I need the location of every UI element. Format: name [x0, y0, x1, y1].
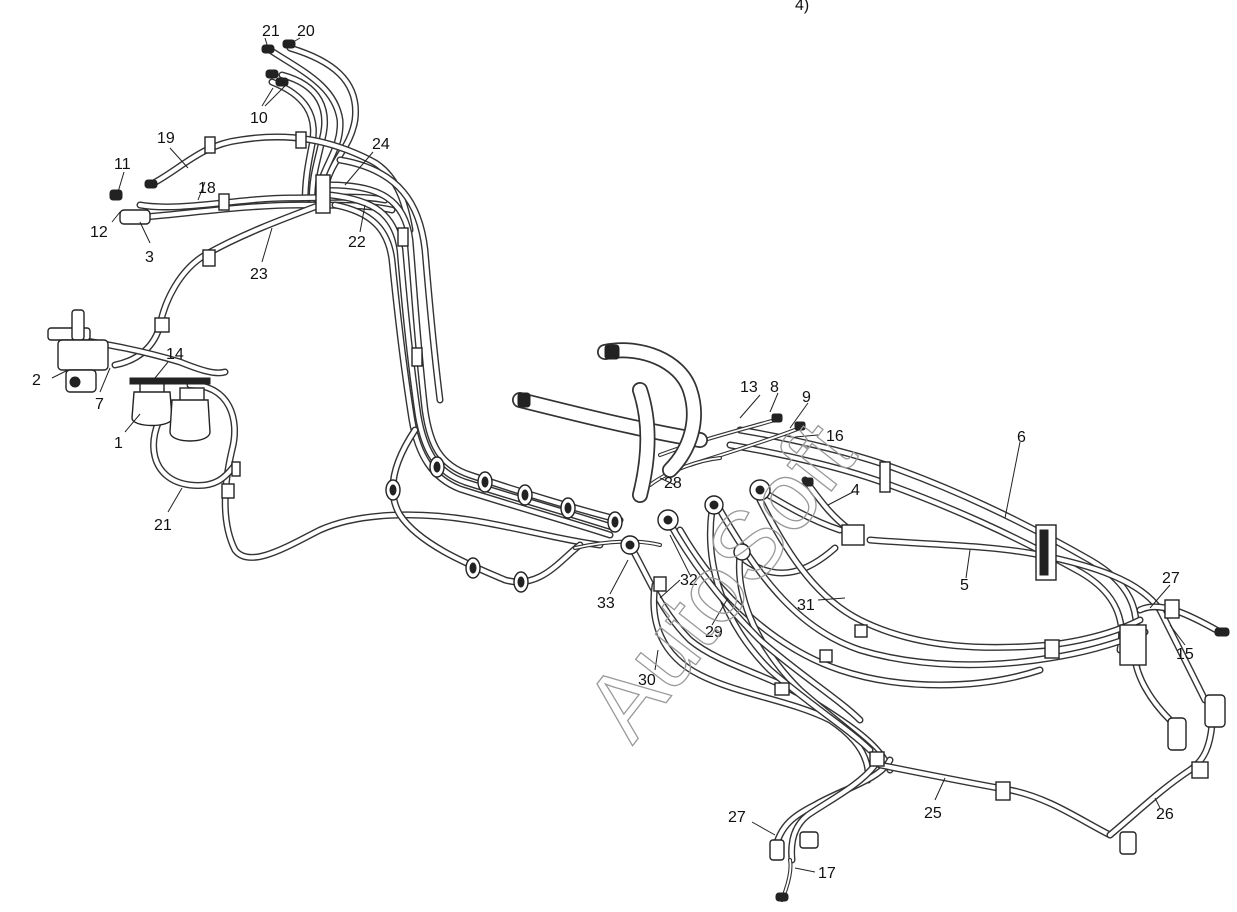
callout-23: 23 [250, 266, 268, 283]
callout-13: 13 [740, 379, 758, 396]
callout-28: 28 [664, 475, 682, 492]
callout-4: 4 [851, 482, 860, 499]
callout-32: 32 [680, 572, 698, 589]
callout-24: 24 [372, 136, 390, 153]
callout-27-bottom: 27 [728, 809, 746, 826]
callout-11: 11 [114, 156, 131, 173]
callout-labels: 21 20 10 19 11 18 12 3 23 24 22 2 7 14 1… [32, 23, 1194, 882]
callout-26: 26 [1156, 806, 1174, 823]
callout-22: 22 [348, 234, 366, 251]
callout-16: 16 [826, 428, 844, 445]
callout-2: 2 [32, 372, 41, 389]
hose-group [76, 44, 1224, 902]
callout-33: 33 [597, 595, 615, 612]
callout-12: 12 [90, 224, 108, 241]
callout-7: 7 [95, 396, 104, 413]
callout-14: 14 [166, 346, 184, 363]
callout-5: 5 [960, 577, 969, 594]
callout-18: 18 [198, 180, 216, 197]
page-marker: 4) [795, 0, 809, 14]
callout-19: 19 [157, 130, 175, 147]
callout-25: 25 [924, 805, 942, 822]
callout-10: 10 [250, 110, 268, 127]
grommet-group [385, 456, 623, 593]
callout-8: 8 [770, 379, 779, 396]
callout-17: 17 [818, 865, 836, 882]
callout-3: 3 [145, 249, 154, 266]
fitting-group [109, 39, 1230, 902]
pipe-group [512, 342, 708, 503]
callout-6: 6 [1017, 429, 1026, 446]
callout-21-top: 21 [262, 23, 280, 40]
filter-assembly [47, 309, 211, 442]
callout-31: 31 [797, 597, 815, 614]
callout-9: 9 [802, 389, 811, 406]
callout-15: 15 [1176, 646, 1194, 663]
callout-20: 20 [297, 23, 315, 40]
callout-27-right: 27 [1162, 570, 1180, 587]
callout-29: 29 [705, 624, 723, 641]
leader-lines [51, 37, 1186, 873]
callout-1: 1 [114, 435, 123, 452]
callout-30: 30 [638, 672, 656, 689]
callout-21-bottom: 21 [154, 517, 172, 534]
